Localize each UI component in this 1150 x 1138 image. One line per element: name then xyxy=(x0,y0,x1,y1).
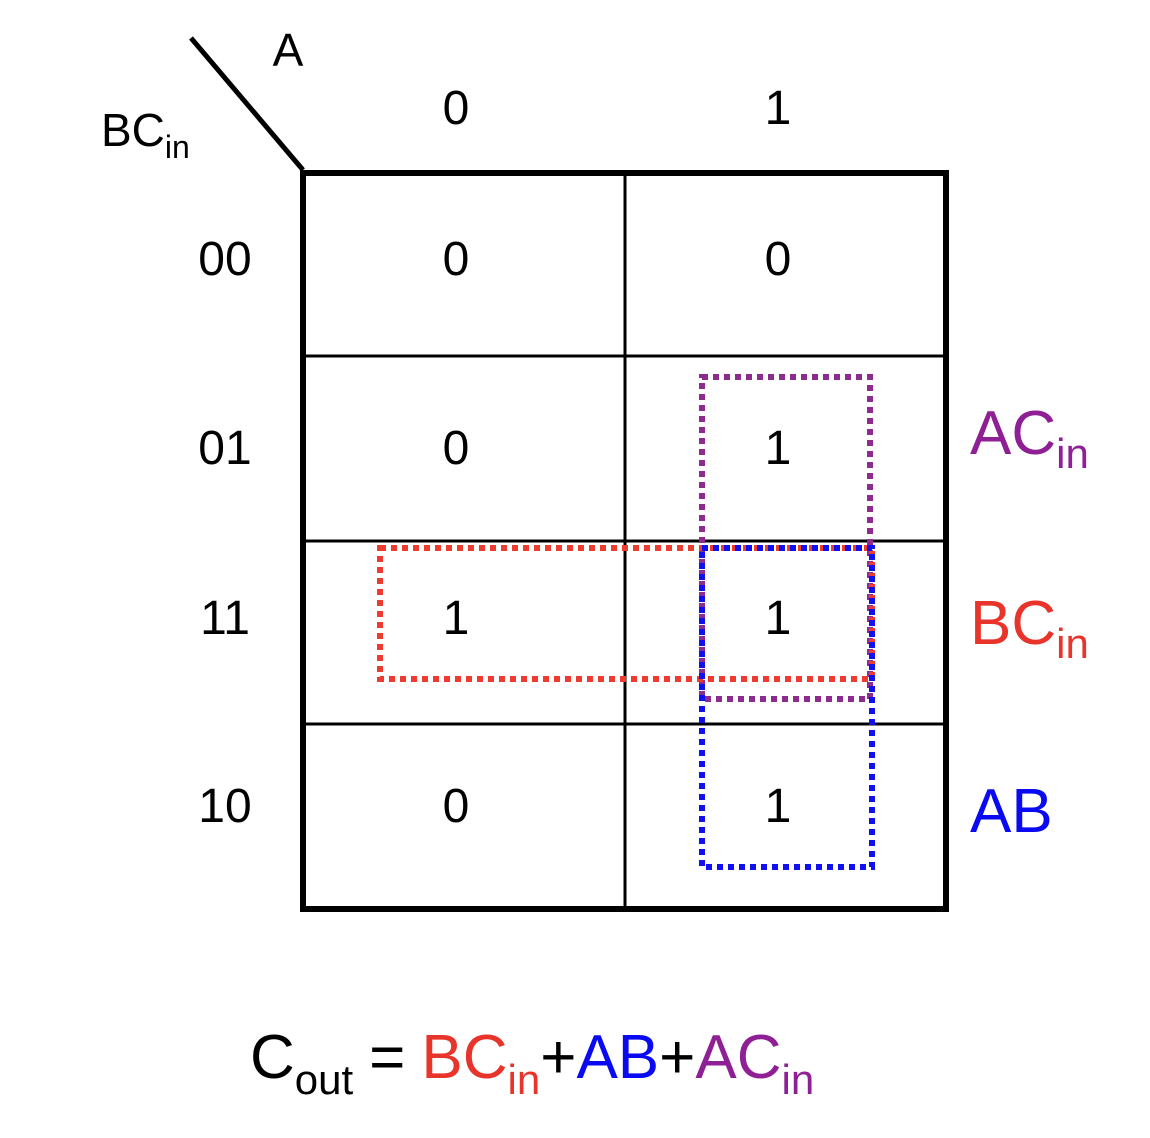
column-variable-label: A xyxy=(273,24,304,76)
cell-value: 1 xyxy=(765,780,792,833)
row-label: 10 xyxy=(198,780,251,833)
row-label: 11 xyxy=(200,592,250,645)
group-ab-label: AB xyxy=(970,777,1053,846)
equation: Cout=BCin+AB+ACin xyxy=(250,1023,814,1103)
column-label: 0 xyxy=(443,82,470,135)
group-ab-box xyxy=(699,545,875,870)
equation-term-bc-sub: in xyxy=(508,1056,541,1103)
row-label: 00 xyxy=(198,233,251,286)
kmap-grid xyxy=(300,170,949,912)
column-label: 1 xyxy=(765,82,792,135)
equation-plus: + xyxy=(659,1023,695,1092)
group-ac-label-base: AC xyxy=(970,399,1056,468)
cell-value: 1 xyxy=(765,422,792,475)
cell-value: 1 xyxy=(443,592,470,645)
cell-value: 0 xyxy=(443,233,470,286)
group-bc-label-sub: in xyxy=(1056,620,1089,667)
equation-lhs-sub: out xyxy=(295,1056,354,1103)
equation-term-ac-sub: in xyxy=(782,1056,815,1103)
equation-term-ac-base: AC xyxy=(695,1023,781,1092)
equation-term-ab: AB xyxy=(576,1023,659,1092)
cell-value: 1 xyxy=(765,592,792,645)
group-ac-box xyxy=(699,374,873,702)
row-variable-label: BCin xyxy=(101,104,190,165)
group-ac-label: ACin xyxy=(970,399,1089,477)
corner-diagonal-line xyxy=(189,36,305,172)
group-ac-label-sub: in xyxy=(1056,430,1089,477)
group-bc-label-base: BC xyxy=(970,589,1056,658)
cell-value: 0 xyxy=(443,780,470,833)
group-bc-label: BCin xyxy=(970,589,1089,667)
cell-value: 0 xyxy=(765,233,792,286)
row-variable-sub: in xyxy=(165,129,190,165)
equation-plus: + xyxy=(540,1023,576,1092)
cell-value: 0 xyxy=(443,422,470,475)
equation-equals: = xyxy=(369,1023,405,1092)
equation-term-bc-base: BC xyxy=(421,1023,507,1092)
row-label: 01 xyxy=(198,422,251,475)
group-bc-box xyxy=(377,545,875,682)
equation-lhs-base: C xyxy=(250,1023,295,1092)
row-variable-base: BC xyxy=(101,104,165,156)
